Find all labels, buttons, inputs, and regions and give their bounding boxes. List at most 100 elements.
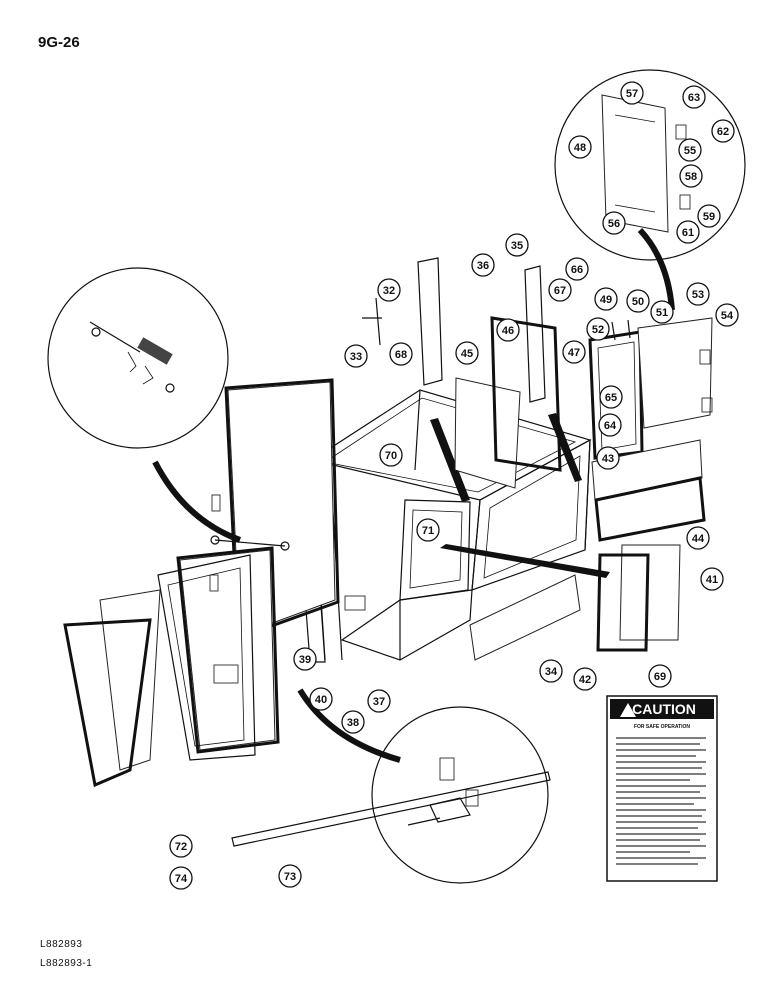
leader-curve-window	[637, 227, 675, 311]
callout-70: 70	[379, 443, 403, 467]
callout-circle	[586, 317, 610, 341]
side-seal-44	[594, 476, 706, 542]
leader-bars	[430, 413, 610, 578]
callout-number: 53	[692, 289, 704, 301]
callout-73: 73	[278, 864, 302, 888]
leader-curve-strut	[152, 460, 242, 543]
callout-circle	[682, 85, 706, 109]
callout-number: 69	[654, 671, 666, 683]
callout-43: 43	[596, 446, 620, 470]
callout-circle	[496, 318, 520, 342]
callout-57: 57	[620, 81, 644, 105]
callout-51: 51	[650, 300, 674, 324]
callout-number: 37	[373, 696, 385, 708]
side-glass-43	[591, 439, 703, 501]
callout-circle	[293, 647, 317, 671]
leader-curve-latch	[297, 688, 401, 763]
callout-circle	[389, 342, 413, 366]
pillars	[362, 257, 546, 403]
callout-circle	[711, 119, 735, 143]
callout-circle	[539, 659, 563, 683]
callout-number: 50	[632, 296, 644, 308]
floor-panel-34	[469, 574, 581, 661]
callout-55: 55	[678, 138, 702, 162]
callout-49: 49	[594, 287, 618, 311]
callout-65: 65	[599, 385, 623, 409]
caution-subheading: FOR SAFE OPERATION	[634, 724, 690, 730]
callout-number: 63	[688, 92, 700, 104]
callout-circle	[309, 687, 333, 711]
callout-number: 43	[602, 453, 614, 465]
gas-strut-detail	[47, 267, 229, 449]
callout-number: 32	[383, 285, 395, 297]
callout-number: 54	[721, 310, 734, 322]
callout-number: 56	[608, 218, 620, 230]
callout-number: 48	[574, 142, 586, 154]
callout-number: 40	[315, 694, 327, 706]
callout-circle	[650, 300, 674, 324]
caution-heading: CAUTION	[632, 701, 696, 717]
callout-circle	[367, 689, 391, 713]
callout-number: 66	[571, 264, 583, 276]
callout-74: 74	[169, 866, 193, 890]
callout-33: 33	[344, 344, 368, 368]
window-detail	[554, 69, 746, 261]
rear-seal	[490, 316, 562, 472]
callout-48: 48	[568, 135, 592, 159]
ref-code-1: L882893	[40, 939, 83, 950]
callout-number: 45	[461, 348, 473, 360]
callout-circle	[471, 253, 495, 277]
callout-number: 36	[477, 260, 489, 272]
callout-number: 70	[385, 450, 397, 462]
callout-circle	[715, 303, 739, 327]
callout-number: 46	[502, 325, 514, 337]
callout-40: 40	[309, 687, 333, 711]
callout-number: 47	[568, 347, 580, 359]
callout-circle	[648, 664, 672, 688]
callout-39: 39	[293, 647, 317, 671]
callout-circle	[620, 81, 644, 105]
callout-number: 55	[684, 145, 696, 157]
callout-circle	[379, 443, 403, 467]
callout-circle	[505, 233, 529, 257]
bar-72	[231, 771, 551, 847]
callout-54: 54	[715, 303, 739, 327]
callout-42: 42	[573, 667, 597, 691]
callout-45: 45	[455, 341, 479, 365]
callout-circle	[562, 340, 586, 364]
callout-circle	[169, 834, 193, 858]
page-number: 9G-26	[38, 34, 80, 51]
callout-circle	[697, 204, 721, 228]
callout-number: 35	[511, 240, 523, 252]
latch-detail	[371, 706, 549, 884]
callout-number: 49	[600, 294, 612, 306]
callouts: 32 33 34 35 36 37 38 39 40 41 42 43 44 45 46 47 48 49 50 51…	[169, 81, 739, 890]
callout-37: 37	[367, 689, 391, 713]
callout-number: 62	[717, 126, 729, 138]
callout-circle	[678, 138, 702, 162]
callout-number: 73	[284, 871, 296, 883]
callout-34: 34	[539, 659, 563, 683]
callout-61: 61	[676, 220, 700, 244]
callout-69: 69	[648, 664, 672, 688]
callout-number: 41	[706, 574, 718, 586]
callout-circle	[594, 287, 618, 311]
callout-circle	[596, 446, 620, 470]
callout-circle	[602, 211, 626, 235]
callout-circle	[169, 866, 193, 890]
callout-32: 32	[377, 278, 401, 302]
callout-circle	[599, 385, 623, 409]
callout-number: 39	[299, 654, 311, 666]
callout-number: 44	[692, 533, 705, 545]
callout-53: 53	[686, 282, 710, 306]
callout-number: 72	[175, 841, 187, 853]
rear-glass	[454, 377, 521, 489]
callout-52: 52	[586, 317, 610, 341]
callout-number: 33	[350, 351, 362, 363]
callout-number: 34	[545, 666, 558, 678]
callout-38: 38	[341, 710, 365, 734]
callout-44: 44	[686, 526, 710, 550]
callout-number: 59	[703, 211, 715, 223]
callout-number: 71	[422, 525, 434, 537]
